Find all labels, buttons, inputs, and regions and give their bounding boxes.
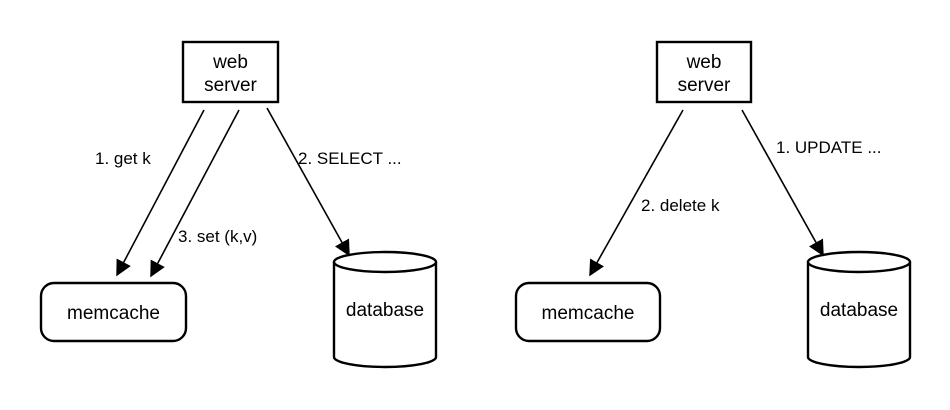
right-delete-edge: 2. delete k [589, 109, 720, 277]
left-select-edge: 2. SELECT ... [266, 107, 402, 257]
left-get-edge-label: 1. get k [95, 149, 151, 168]
left-database-node: database [332, 250, 438, 369]
left-web-server-node: web server [181, 40, 280, 104]
right-update-edge: 1. UPDATE ... [741, 109, 882, 257]
left-get-edge: 1. get k [95, 109, 205, 277]
left-memcache-node: memcache [39, 281, 188, 343]
left-memcache-label: memcache [67, 303, 160, 324]
right-web-server-label-line1: web [686, 52, 722, 73]
right-web-server-node: web server [655, 40, 753, 104]
left-database-label: database [346, 300, 424, 321]
right-memcache-node: memcache [514, 281, 662, 343]
right-panel: web server memcache database 1. UPDATE .… [514, 40, 912, 369]
right-memcache-label: memcache [542, 303, 635, 324]
left-set-edge: 3. set (k,v) [150, 109, 257, 278]
left-panel: web server memcache database 1. get k 3.… [39, 40, 438, 369]
right-database-node: database [806, 250, 912, 369]
right-delete-edge-label: 2. delete k [641, 196, 720, 215]
right-web-server-label-line2: server [678, 75, 731, 96]
right-database-label: database [820, 300, 898, 321]
right-update-edge-label: 1. UPDATE ... [776, 138, 882, 157]
left-web-server-label-line2: server [204, 75, 257, 96]
left-web-server-label-line1: web [212, 52, 248, 73]
left-select-edge-label: 2. SELECT ... [298, 149, 402, 168]
left-set-edge-label: 3. set (k,v) [178, 227, 257, 246]
